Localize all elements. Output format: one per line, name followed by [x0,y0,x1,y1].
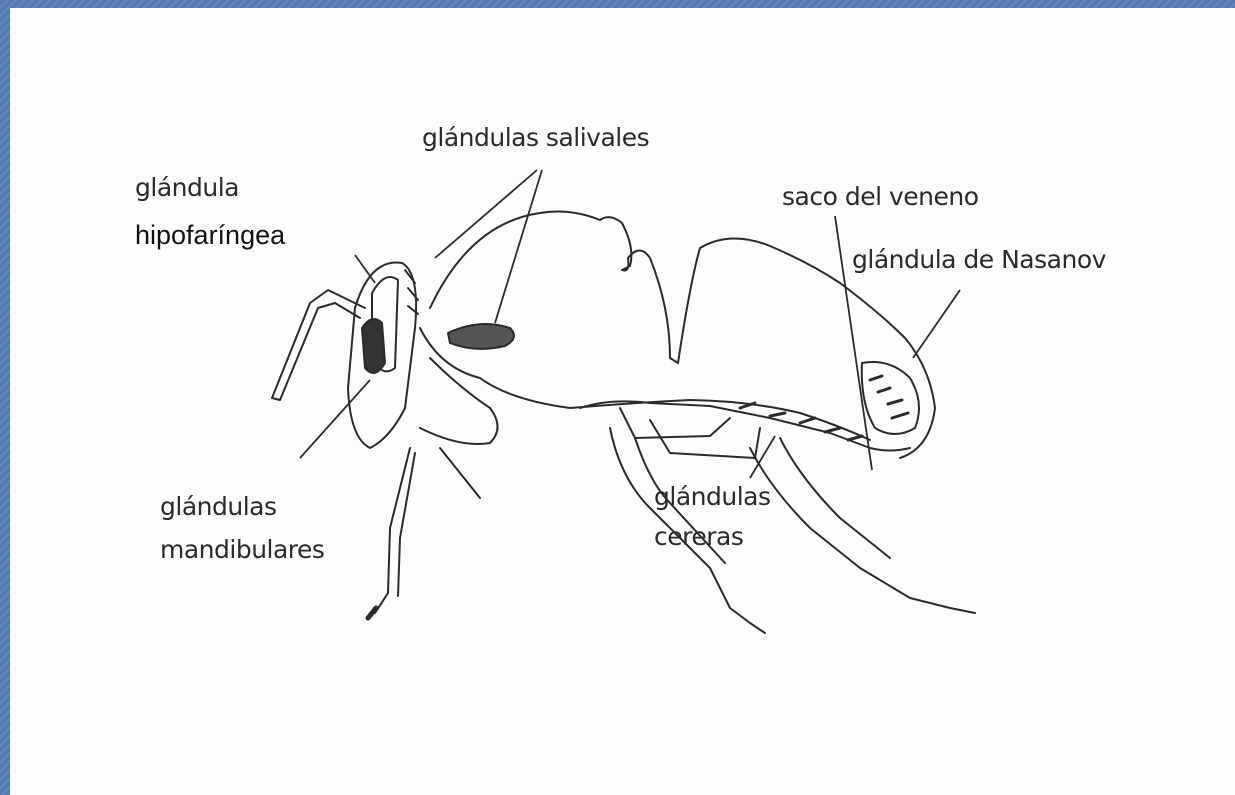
label-nasanov: glándula de Nasanov [852,245,1106,275]
label-mandibulares-2: mandibulares [160,535,324,565]
label-glandula: glándula [135,173,239,203]
mandibular-gland [362,319,385,373]
hind-leg-2 [750,448,975,613]
label-hipofaringea: hipofaríngea [135,220,285,250]
label-cereras-2: cereras [654,522,743,552]
leader-hipofaringea [355,255,375,283]
leader-salivales-2 [495,170,542,323]
middle-leg [420,358,498,498]
venom-sac [862,362,919,434]
leader-salivales-1 [435,170,537,258]
leader-mandibulares [300,380,370,458]
leader-nasanov [913,290,960,358]
label-veneno: saco del veneno [782,182,979,212]
salivary-gland [448,324,514,349]
slide-canvas: glándula hipofaríngea glándulas salivale… [10,8,1235,795]
label-salivales: glándulas salivales [422,123,649,153]
front-leg [375,448,415,613]
label-cereras-1: glándulas [654,482,770,512]
label-mandibulares-1: glándulas [160,492,276,522]
